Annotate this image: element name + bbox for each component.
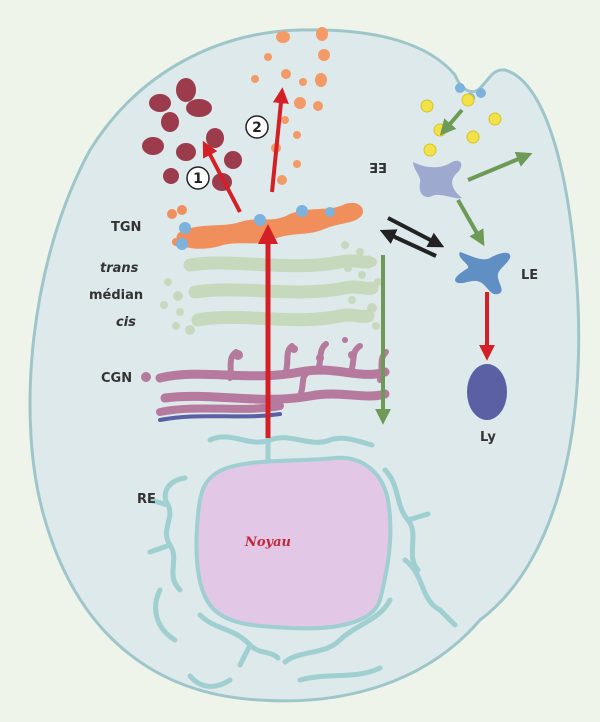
label-ly: Ly bbox=[480, 430, 496, 445]
clathrin-coats bbox=[176, 205, 335, 250]
pathway-2-marker: 2 bbox=[245, 115, 269, 139]
label-cis: cis bbox=[116, 315, 136, 330]
recycling-arrow bbox=[467, 151, 533, 182]
ee-to-le-arrow bbox=[456, 199, 485, 247]
svg-text:2: 2 bbox=[252, 120, 262, 136]
le-to-tgn-arrow bbox=[379, 229, 437, 258]
nucleus-label: Noyau bbox=[244, 535, 291, 550]
cgn-vesicles bbox=[141, 337, 356, 382]
pathway-1-marker: 1 bbox=[186, 166, 210, 190]
cgn-lower-cisterna bbox=[156, 402, 284, 416]
label-median: médian bbox=[89, 288, 143, 303]
constitutive-secretion-arrow bbox=[270, 87, 289, 193]
label-le: LE bbox=[521, 268, 538, 283]
golgi-cisternae bbox=[183, 254, 379, 327]
late-endosome bbox=[455, 252, 511, 295]
constitutive-vesicles bbox=[251, 27, 330, 185]
label-ee: EE bbox=[369, 159, 387, 174]
label-re: RE bbox=[137, 492, 156, 507]
label-cgn: CGN bbox=[101, 371, 132, 386]
svg-text:1: 1 bbox=[193, 171, 203, 187]
lysosome bbox=[467, 364, 507, 420]
label-tgn: TGN bbox=[111, 220, 141, 235]
endocytosis-arrow bbox=[439, 108, 464, 136]
golgi-vesicles bbox=[160, 241, 382, 335]
extracellular-particles bbox=[420, 93, 502, 157]
early-endosome bbox=[413, 160, 462, 199]
label-trans: trans bbox=[100, 261, 139, 276]
endoplasmic-reticulum bbox=[147, 434, 458, 689]
regulated-secretion-arrow bbox=[202, 140, 242, 213]
nucleus bbox=[194, 455, 393, 631]
tgn-to-le-arrow bbox=[387, 216, 445, 248]
